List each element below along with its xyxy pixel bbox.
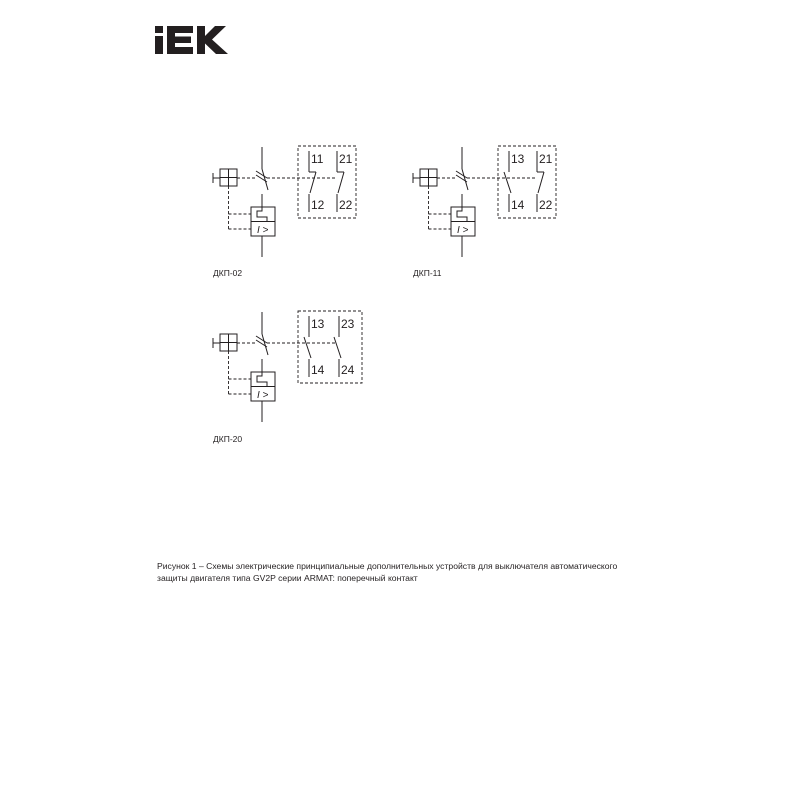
auxiliary-contact-block: 11 12 21 22	[297, 145, 357, 219]
auxiliary-contact-block: 13 14 23 24	[297, 310, 363, 384]
main-contact-line	[255, 312, 269, 422]
thermal-magnetic-release: I >	[250, 371, 276, 402]
auxiliary-contact-block: 13 14 21 22	[497, 145, 557, 219]
terminal-label: 21	[539, 152, 553, 166]
schematic-dkp-11: I > 13 14 21 22	[412, 145, 557, 257]
terminal-label: 21	[339, 152, 353, 166]
release-symbol: I >	[457, 225, 469, 236]
terminal-label: 12	[311, 198, 325, 212]
terminal-label: 22	[539, 198, 553, 212]
figure-caption: Рисунок 1 – Схемы электрические принципи…	[157, 560, 647, 584]
diagram-label: ДКП-11	[413, 268, 442, 278]
terminal-label: 13	[311, 317, 325, 331]
mechanical-linkage	[428, 177, 537, 230]
mechanical-linkage	[228, 342, 337, 395]
caption-line: защиты двигателя типа GV2P серии ARMAT: …	[157, 573, 418, 583]
release-symbol: I >	[257, 225, 269, 236]
thermal-magnetic-release: I >	[450, 206, 476, 237]
schematic-dkp-20: I > 13 14 23 24	[212, 310, 363, 422]
main-contact-line	[455, 147, 469, 257]
caption-line: Рисунок 1 – Схемы электрические принципи…	[157, 561, 618, 571]
diagram-label: ДКП-20	[213, 434, 243, 444]
mechanical-linkage	[228, 177, 337, 230]
terminal-label: 14	[311, 363, 325, 377]
diagram-label: ДКП-02	[213, 268, 243, 278]
push-button-actuator	[212, 168, 238, 187]
terminal-label: 24	[341, 363, 355, 377]
terminal-label: 11	[311, 152, 324, 166]
thermal-magnetic-release: I >	[250, 206, 276, 237]
terminal-label: 14	[511, 198, 525, 212]
push-button-actuator	[412, 168, 438, 187]
release-symbol: I >	[257, 390, 269, 401]
iek-logo	[155, 26, 228, 54]
terminal-label: 23	[341, 317, 355, 331]
main-contact-line	[255, 147, 269, 257]
push-button-actuator	[212, 333, 238, 352]
schematic-dkp-02: I > 11 12 21 22	[212, 145, 357, 257]
terminal-label: 22	[339, 198, 353, 212]
terminal-label: 13	[511, 152, 525, 166]
